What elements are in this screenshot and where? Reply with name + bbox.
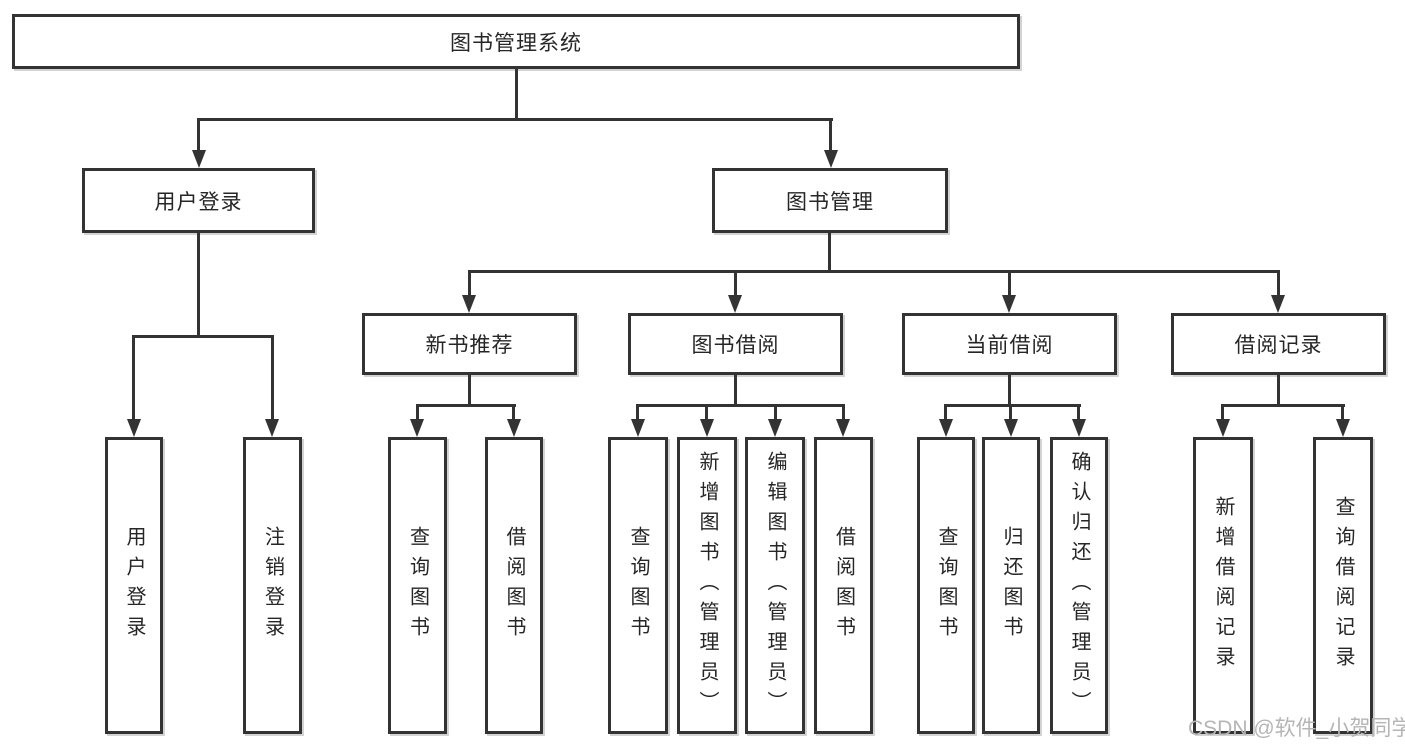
node-borrow-records-label: 借阅记录	[1234, 334, 1323, 357]
arrow-down-icon	[410, 419, 424, 437]
node-book-management: 图书管理	[712, 168, 948, 233]
node-user-login-label: 用户登录	[154, 190, 243, 214]
leaf-query-books-borrow: 查询图书	[608, 437, 668, 734]
leaf-return-books: 归还图书	[982, 437, 1040, 734]
node-current-borrow-label: 当前借阅	[965, 334, 1054, 357]
arrow-down-icon	[700, 419, 714, 437]
leaf-add-book-admin: 新增图书（管理员）	[677, 437, 737, 734]
connector-line	[1341, 404, 1344, 421]
connector-line	[512, 404, 515, 421]
arrow-down-icon	[631, 419, 645, 437]
leaf-query-books-borrow-label: 查询图书	[627, 525, 649, 646]
connector-line	[1008, 270, 1011, 297]
connector-line	[1221, 404, 1345, 407]
connector-line	[734, 270, 737, 297]
connector-line	[636, 404, 845, 407]
arrow-down-icon	[265, 419, 279, 437]
node-book-management-label: 图书管理	[786, 190, 874, 214]
connector-line	[132, 335, 135, 421]
leaf-add-borrow-record-label: 新增借阅记录	[1212, 495, 1234, 676]
leaf-logout-label: 注销登录	[261, 525, 284, 646]
connector-line	[197, 118, 200, 153]
leaf-borrow-books-recommend: 借阅图书	[485, 437, 543, 734]
leaf-return-books-label: 归还图书	[1000, 525, 1022, 646]
node-new-book-recommend-label: 新书推荐	[425, 334, 514, 357]
connector-line	[734, 375, 737, 407]
arrow-down-icon	[939, 419, 953, 437]
leaf-borrow-books-recommend-label: 借阅图书	[503, 525, 525, 646]
connector-line	[829, 118, 832, 153]
leaf-add-borrow-record: 新增借阅记录	[1193, 437, 1253, 734]
leaf-query-borrow-record: 查询借阅记录	[1313, 437, 1373, 734]
connector-line	[515, 67, 518, 120]
connector-line	[1009, 404, 1012, 421]
leaf-confirm-return-admin-label: 确认归还（管理员）	[1068, 450, 1090, 721]
connector-line	[774, 404, 777, 421]
connector-line	[132, 335, 274, 338]
arrow-down-icon	[824, 150, 838, 168]
connector-line	[468, 375, 471, 407]
leaf-query-books-current: 查询图书	[917, 437, 975, 734]
connector-line	[197, 233, 200, 337]
arrow-down-icon	[1072, 419, 1086, 437]
arrow-down-icon	[728, 295, 742, 313]
arrow-down-icon	[1271, 295, 1285, 313]
connector-line	[468, 270, 471, 297]
node-borrow-records: 借阅记录	[1171, 313, 1386, 375]
node-new-book-recommend: 新书推荐	[362, 313, 577, 375]
leaf-edit-book-admin-label: 编辑图书（管理员）	[764, 450, 786, 721]
node-current-borrow: 当前借阅	[902, 313, 1117, 375]
watermark-text: CSDN @软件_小贺同学	[1188, 717, 1405, 740]
connector-line	[197, 118, 833, 121]
leaf-query-books-current-label: 查询图书	[935, 525, 957, 646]
arrow-down-icon	[1336, 419, 1350, 437]
leaf-add-book-admin-label: 新增图书（管理员）	[696, 450, 718, 721]
arrow-down-icon	[1216, 419, 1230, 437]
leaf-user-login-label: 用户登录	[123, 525, 145, 646]
connector-line	[1277, 375, 1280, 407]
connector-line	[944, 404, 1081, 407]
connector-line	[1277, 270, 1280, 297]
node-user-login: 用户登录	[82, 168, 315, 233]
connector-line	[416, 404, 419, 421]
node-root: 图书管理系统	[12, 14, 1020, 69]
connector-line	[944, 404, 947, 421]
leaf-borrow-books: 借阅图书	[814, 437, 873, 734]
connector-line	[1221, 404, 1224, 421]
leaf-confirm-return-admin: 确认归还（管理员）	[1050, 437, 1108, 734]
arrow-down-icon	[507, 419, 521, 437]
connector-line	[1077, 404, 1080, 421]
leaf-edit-book-admin: 编辑图书（管理员）	[745, 437, 805, 734]
arrow-down-icon	[1004, 419, 1018, 437]
leaf-query-borrow-record-label: 查询借阅记录	[1332, 495, 1354, 676]
leaf-borrow-books-label: 借阅图书	[832, 525, 855, 646]
node-root-label: 图书管理系统	[450, 31, 582, 55]
connector-line	[416, 404, 516, 407]
connector-line	[636, 404, 639, 421]
connector-line	[468, 270, 1280, 273]
arrow-down-icon	[1002, 295, 1016, 313]
leaf-query-books-recommend: 查询图书	[388, 437, 447, 734]
arrow-down-icon	[768, 419, 782, 437]
leaf-query-books-recommend-label: 查询图书	[406, 525, 429, 646]
arrow-down-icon	[192, 150, 206, 168]
connector-line	[1008, 375, 1011, 407]
arrow-down-icon	[836, 419, 850, 437]
connector-line	[271, 335, 274, 421]
node-book-borrow-label: 图书借阅	[691, 334, 780, 357]
leaf-logout: 注销登录	[243, 437, 302, 734]
arrow-down-icon	[462, 295, 476, 313]
connector-line	[705, 404, 708, 421]
connector-line	[828, 233, 831, 273]
arrow-down-icon	[127, 419, 141, 437]
node-book-borrow: 图书借阅	[628, 313, 843, 375]
connector-line	[842, 404, 845, 421]
leaf-user-login: 用户登录	[105, 437, 163, 734]
